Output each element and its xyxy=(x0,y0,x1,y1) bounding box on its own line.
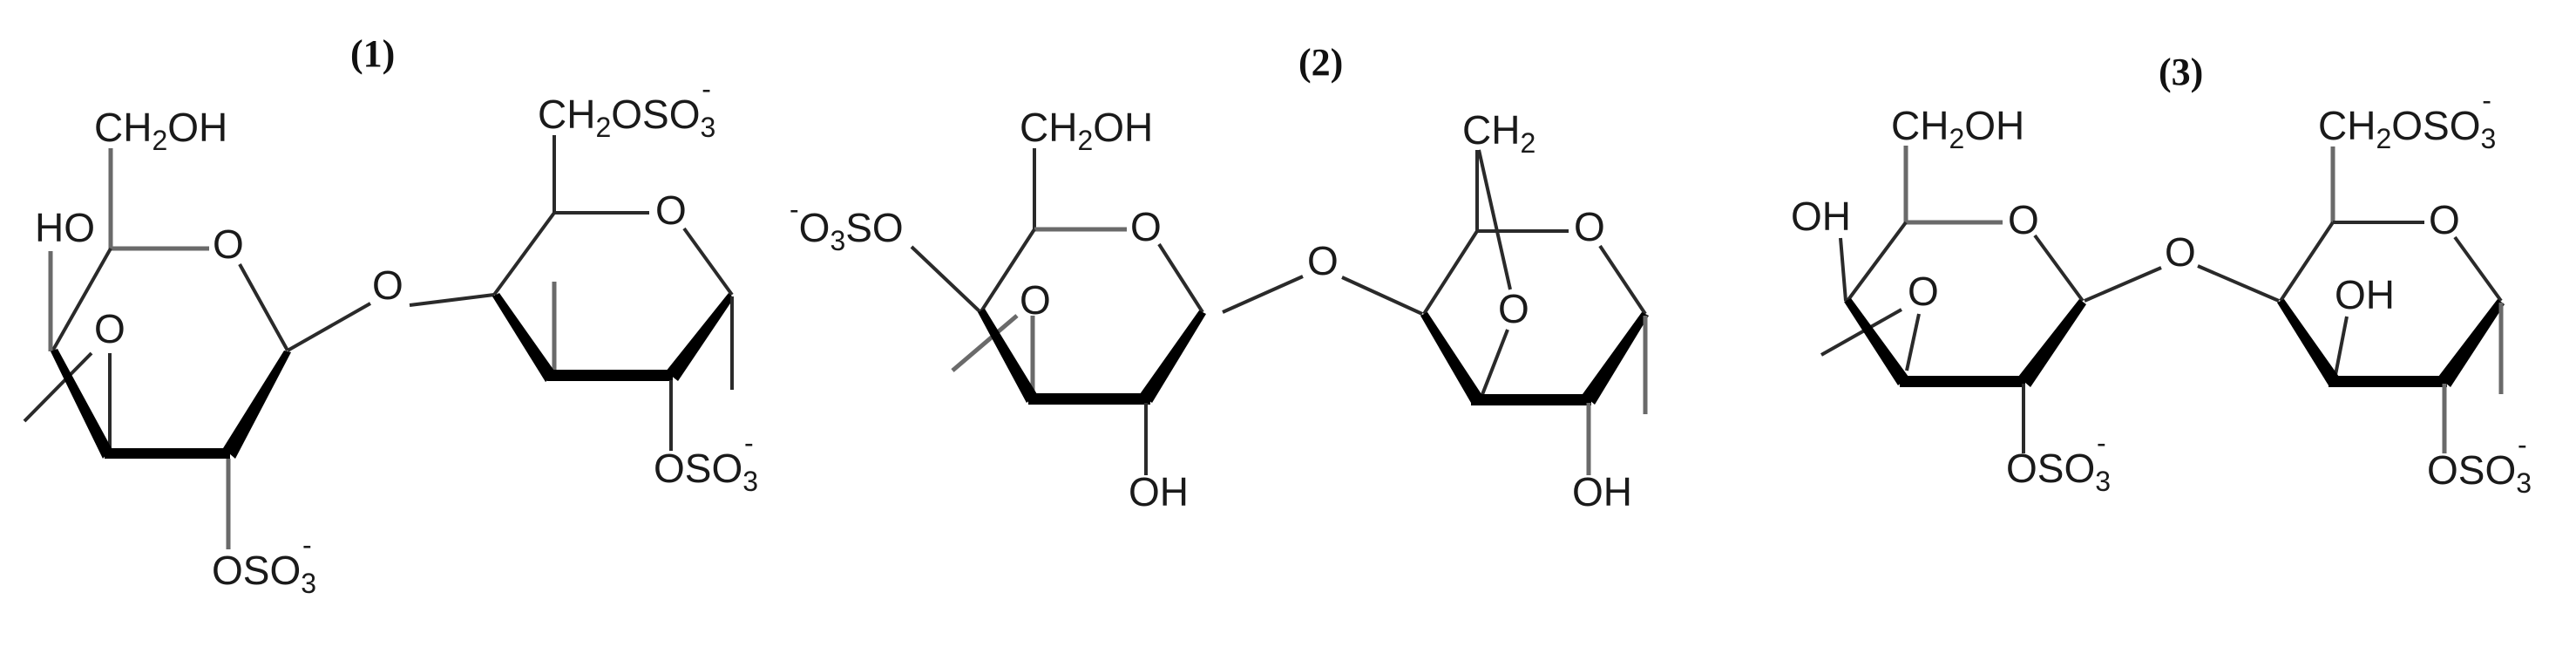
structure-2-right-ring xyxy=(1420,149,1649,475)
structure-2-left-ring xyxy=(910,148,1206,475)
structure-3-left-inner-oxygen: O xyxy=(1908,269,1939,314)
structure-2-right-inner-oxygen: O xyxy=(1498,286,1529,331)
structure-3-glycosidic-oxygen: O xyxy=(2165,229,2196,275)
structure-3-left-ring-oxygen: O xyxy=(2008,197,2039,242)
structure-1-left-top-ch2oh: CH2OH xyxy=(94,105,227,156)
structure-1-left-oso3: OSO3- xyxy=(212,529,316,599)
structure-3-left-oh: OH xyxy=(1791,194,1851,239)
structure-3-left-ring xyxy=(1820,146,2086,453)
structure-label-3: (3) xyxy=(2159,51,2203,93)
structure-3-right-inner-oh: OH xyxy=(2335,272,2395,317)
structure-3-left-top-ch2oh: CH2OH xyxy=(1891,103,2024,154)
structure-3-right-ring xyxy=(2277,146,2505,453)
structure-label-2: (2) xyxy=(1298,41,1343,84)
structure-1-right-top-ch2oso3: CH2OSO3- xyxy=(538,73,715,143)
structure-2-left-ring-oxygen: O xyxy=(1130,204,1162,249)
structure-2-right-oh: OH xyxy=(1572,469,1632,514)
structure-2: (2) CH2OH -O3SO O O OH O xyxy=(790,41,1649,514)
structure-2-left-top-ch2oh: CH2OH xyxy=(1020,105,1153,156)
structure-1-left-ring xyxy=(23,148,291,549)
structure-2-left-o3so: -O3SO xyxy=(790,194,904,256)
structure-3: (3) CH2OH OH O O OSO3- O xyxy=(1791,51,2532,499)
structure-2-left-inner-oxygen: O xyxy=(1020,277,1051,323)
structure-2-glycosidic-oxygen: O xyxy=(1307,238,1339,283)
structure-label-1: (1) xyxy=(350,32,395,75)
structure-1-left-ring-oxygen: O xyxy=(213,221,244,267)
structure-3-right-ring-oxygen: O xyxy=(2429,197,2460,242)
structure-1-glycosidic-oxygen: O xyxy=(372,262,403,308)
structure-1-right-ring xyxy=(492,135,734,451)
structure-1-left-ho: HO xyxy=(35,205,95,250)
structure-1: (1) CH2OH HO O O OSO3- O xyxy=(23,32,758,599)
structure-3-right-oso3: OSO3- xyxy=(2427,429,2532,499)
structure-1-right-oso3: OSO3- xyxy=(654,427,758,497)
structure-1-left-inner-oxygen: O xyxy=(94,306,125,351)
structure-1-right-ring-oxygen: O xyxy=(655,187,687,233)
structure-2-left-oh: OH xyxy=(1129,469,1189,514)
structure-3-left-oso3: OSO3- xyxy=(2006,427,2111,497)
structure-2-right-top-ch2: CH2 xyxy=(1462,107,1535,159)
structure-3-right-top-ch2oso3: CH2OSO3- xyxy=(2318,85,2496,154)
structure-2-right-ring-oxygen: O xyxy=(1574,204,1605,249)
